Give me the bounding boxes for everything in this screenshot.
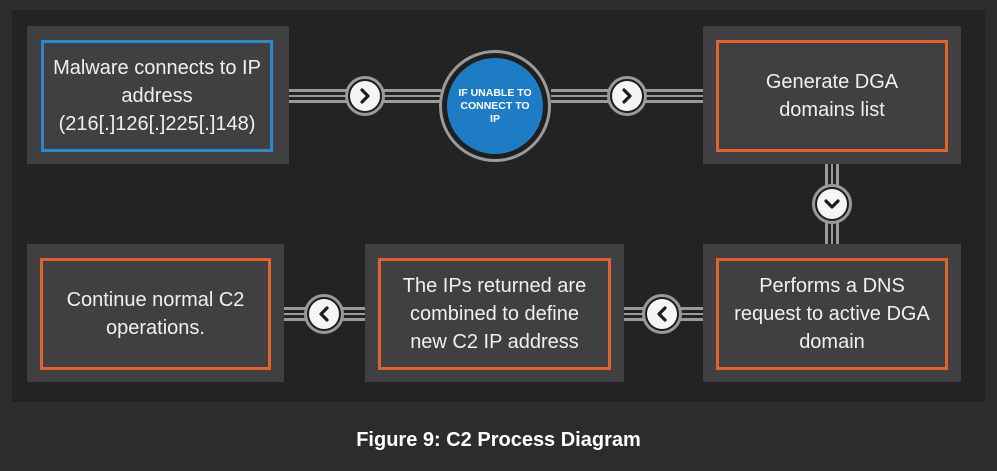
step-1-card: Malware connects to IP address (216[.]12… [27,26,289,164]
step-2-text: Generate DGA domains list [716,40,948,152]
chevron-left-icon [304,294,344,334]
chevron-down-icon [812,184,852,224]
step-4-card: The IPs returned are combined to define … [365,244,624,382]
diagram-canvas: Malware connects to IP address (216[.]12… [12,10,985,402]
step-3-text: Performs a DNS request to active DGA dom… [716,258,948,370]
step-2-card: Generate DGA domains list [703,26,961,164]
chevron-right-icon [345,76,385,116]
figure-caption: Figure 9: C2 Process Diagram [356,429,641,451]
chevron-left-icon [642,294,682,334]
step-1-text: Malware connects to IP address (216[.]12… [41,40,273,152]
step-5-text: Continue normal C2 operations. [40,258,271,370]
step-4-text: The IPs returned are combined to define … [378,258,611,370]
step-3-card: Performs a DNS request to active DGA dom… [703,244,961,382]
condition-label: IF UNABLE TO CONNECT TO IP [447,58,543,154]
step-5-card: Continue normal C2 operations. [27,244,284,382]
chevron-right-icon [607,76,647,116]
condition-node: IF UNABLE TO CONNECT TO IP [439,50,551,162]
